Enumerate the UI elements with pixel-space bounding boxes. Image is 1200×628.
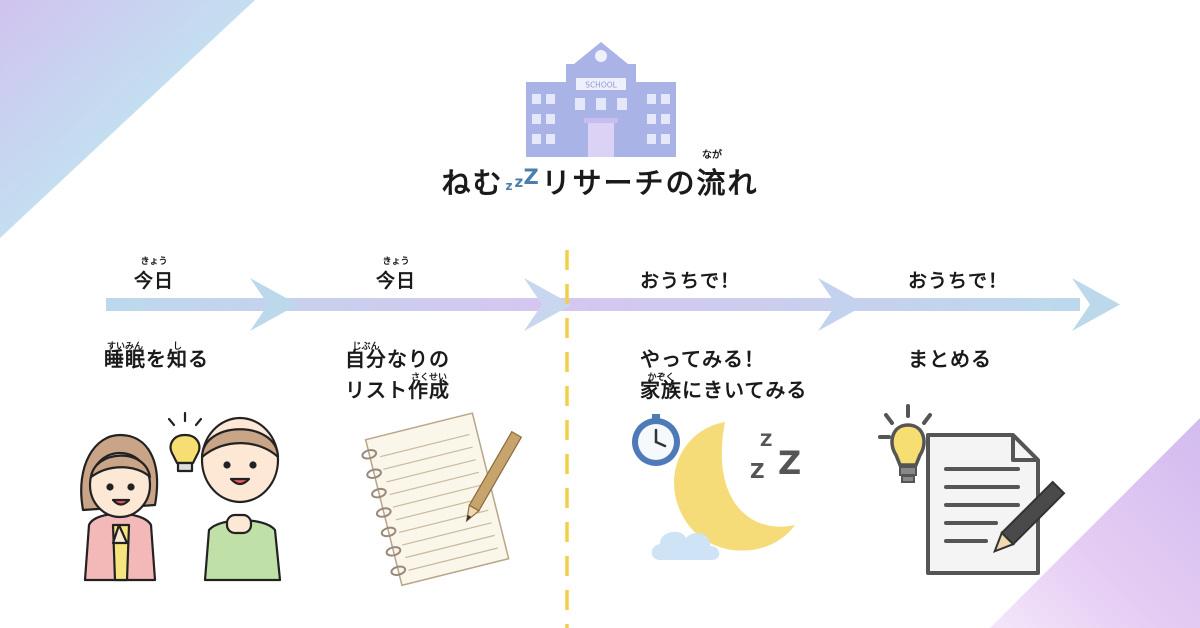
step-3-label: おうちで！ (640, 270, 741, 292)
arrow-head-3 (818, 278, 866, 331)
timeline-shaft-right (560, 298, 1080, 311)
step-1-label: きょう今日 (134, 257, 175, 292)
arrow-head-4 (1072, 278, 1120, 331)
cloud-icon (651, 531, 720, 560)
dashed-divider (565, 250, 569, 628)
school-sign-text: SCHOOL (585, 81, 617, 90)
title-kanji-ruby: なが (702, 150, 722, 161)
watercolor-corner-top-left (0, 0, 255, 238)
sleep-zzz-icon: Z Z Z (750, 431, 801, 483)
arrow-head-1 (250, 278, 298, 331)
timeline-arrows (106, 278, 1120, 331)
title-suffix: れ (727, 166, 759, 200)
school-building-icon: SCHOOL (526, 42, 676, 157)
step-4-line-1: まとめる (908, 347, 992, 371)
step-3-line-2: かぞく家族にきいてみる (640, 373, 808, 402)
people-with-lightbulb-icon (80, 411, 282, 582)
step-1-line-1: すいみん睡眠をし知る (104, 342, 209, 371)
crescent-moon-icon (674, 422, 795, 551)
svg-text:Z: Z (760, 431, 772, 451)
step-4-description: まとめる (908, 344, 992, 375)
step-3-description: やってみる！ かぞく家族にきいてみる (640, 344, 807, 406)
arrow-head-2 (524, 278, 572, 331)
lightbulb-document-pen-icon (878, 404, 1066, 575)
title-middle: リサーチの (541, 166, 697, 200)
notebook-pencil-icon (361, 412, 523, 587)
svg-text:Z: Z (778, 444, 801, 482)
step-1-description: すいみん睡眠をし知る (104, 342, 209, 375)
step-2-description: じぶん自分なりの リストさくせい作成 (345, 342, 450, 406)
step-2-label: きょう今日 (376, 257, 417, 292)
clock-icon (632, 414, 680, 466)
step-2-line-2: リストさくせい作成 (345, 373, 450, 402)
step-2-line-1: じぶん自分なりの (345, 342, 450, 371)
svg-text:Z: Z (750, 459, 765, 483)
clock-moon-sleep-icon: Z Z Z (632, 414, 801, 560)
step-4-label: おうちで！ (908, 270, 1009, 292)
timeline-shaft-left (106, 298, 546, 311)
title-kanji: 流 (696, 166, 728, 200)
step-3-line-1: やってみる！ (640, 347, 765, 371)
title-prefix: ねむ (441, 166, 504, 200)
